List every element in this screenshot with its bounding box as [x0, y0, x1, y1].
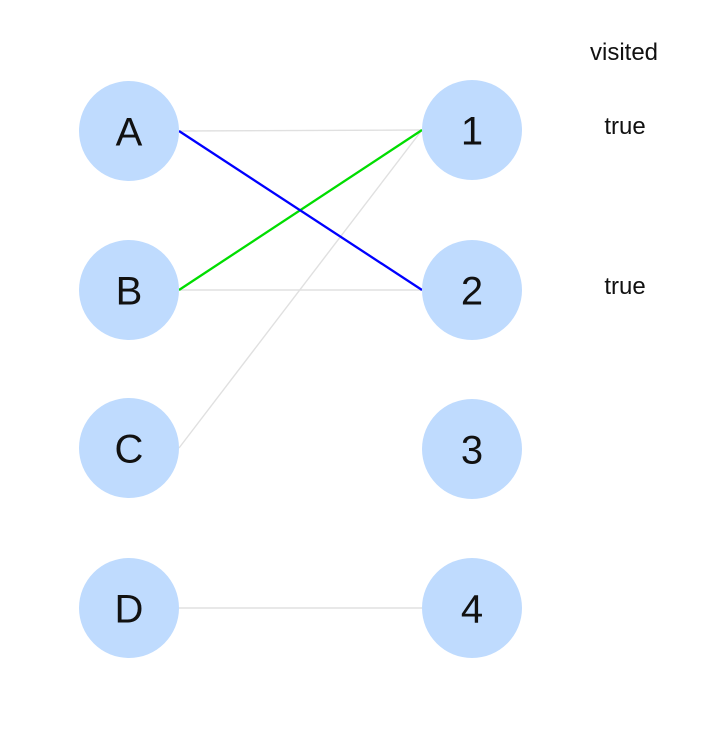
node-label-A: A	[116, 110, 143, 154]
visited-value-node-1: true	[604, 113, 646, 140]
node-label-C: C	[115, 427, 144, 471]
visited-column-header: visited	[589, 39, 659, 66]
node-label-B: B	[116, 269, 143, 313]
edge-C-1	[178, 129, 423, 449]
node-A[interactable]	[79, 81, 179, 181]
node-label-3: 3	[461, 428, 483, 472]
node-C[interactable]	[79, 398, 179, 498]
node-3[interactable]	[422, 399, 522, 499]
node-2[interactable]	[422, 240, 522, 340]
node-label-2: 2	[461, 269, 483, 313]
edge-A-2	[178, 130, 423, 291]
node-1[interactable]	[422, 80, 522, 180]
edge-A-1	[178, 129, 423, 132]
node-label-4: 4	[461, 587, 483, 631]
node-label-1: 1	[461, 109, 483, 153]
node-D[interactable]	[79, 558, 179, 658]
visited-value-node-2: true	[604, 273, 646, 300]
node-4[interactable]	[422, 558, 522, 658]
node-label-D: D	[115, 587, 144, 631]
node-B[interactable]	[79, 240, 179, 340]
